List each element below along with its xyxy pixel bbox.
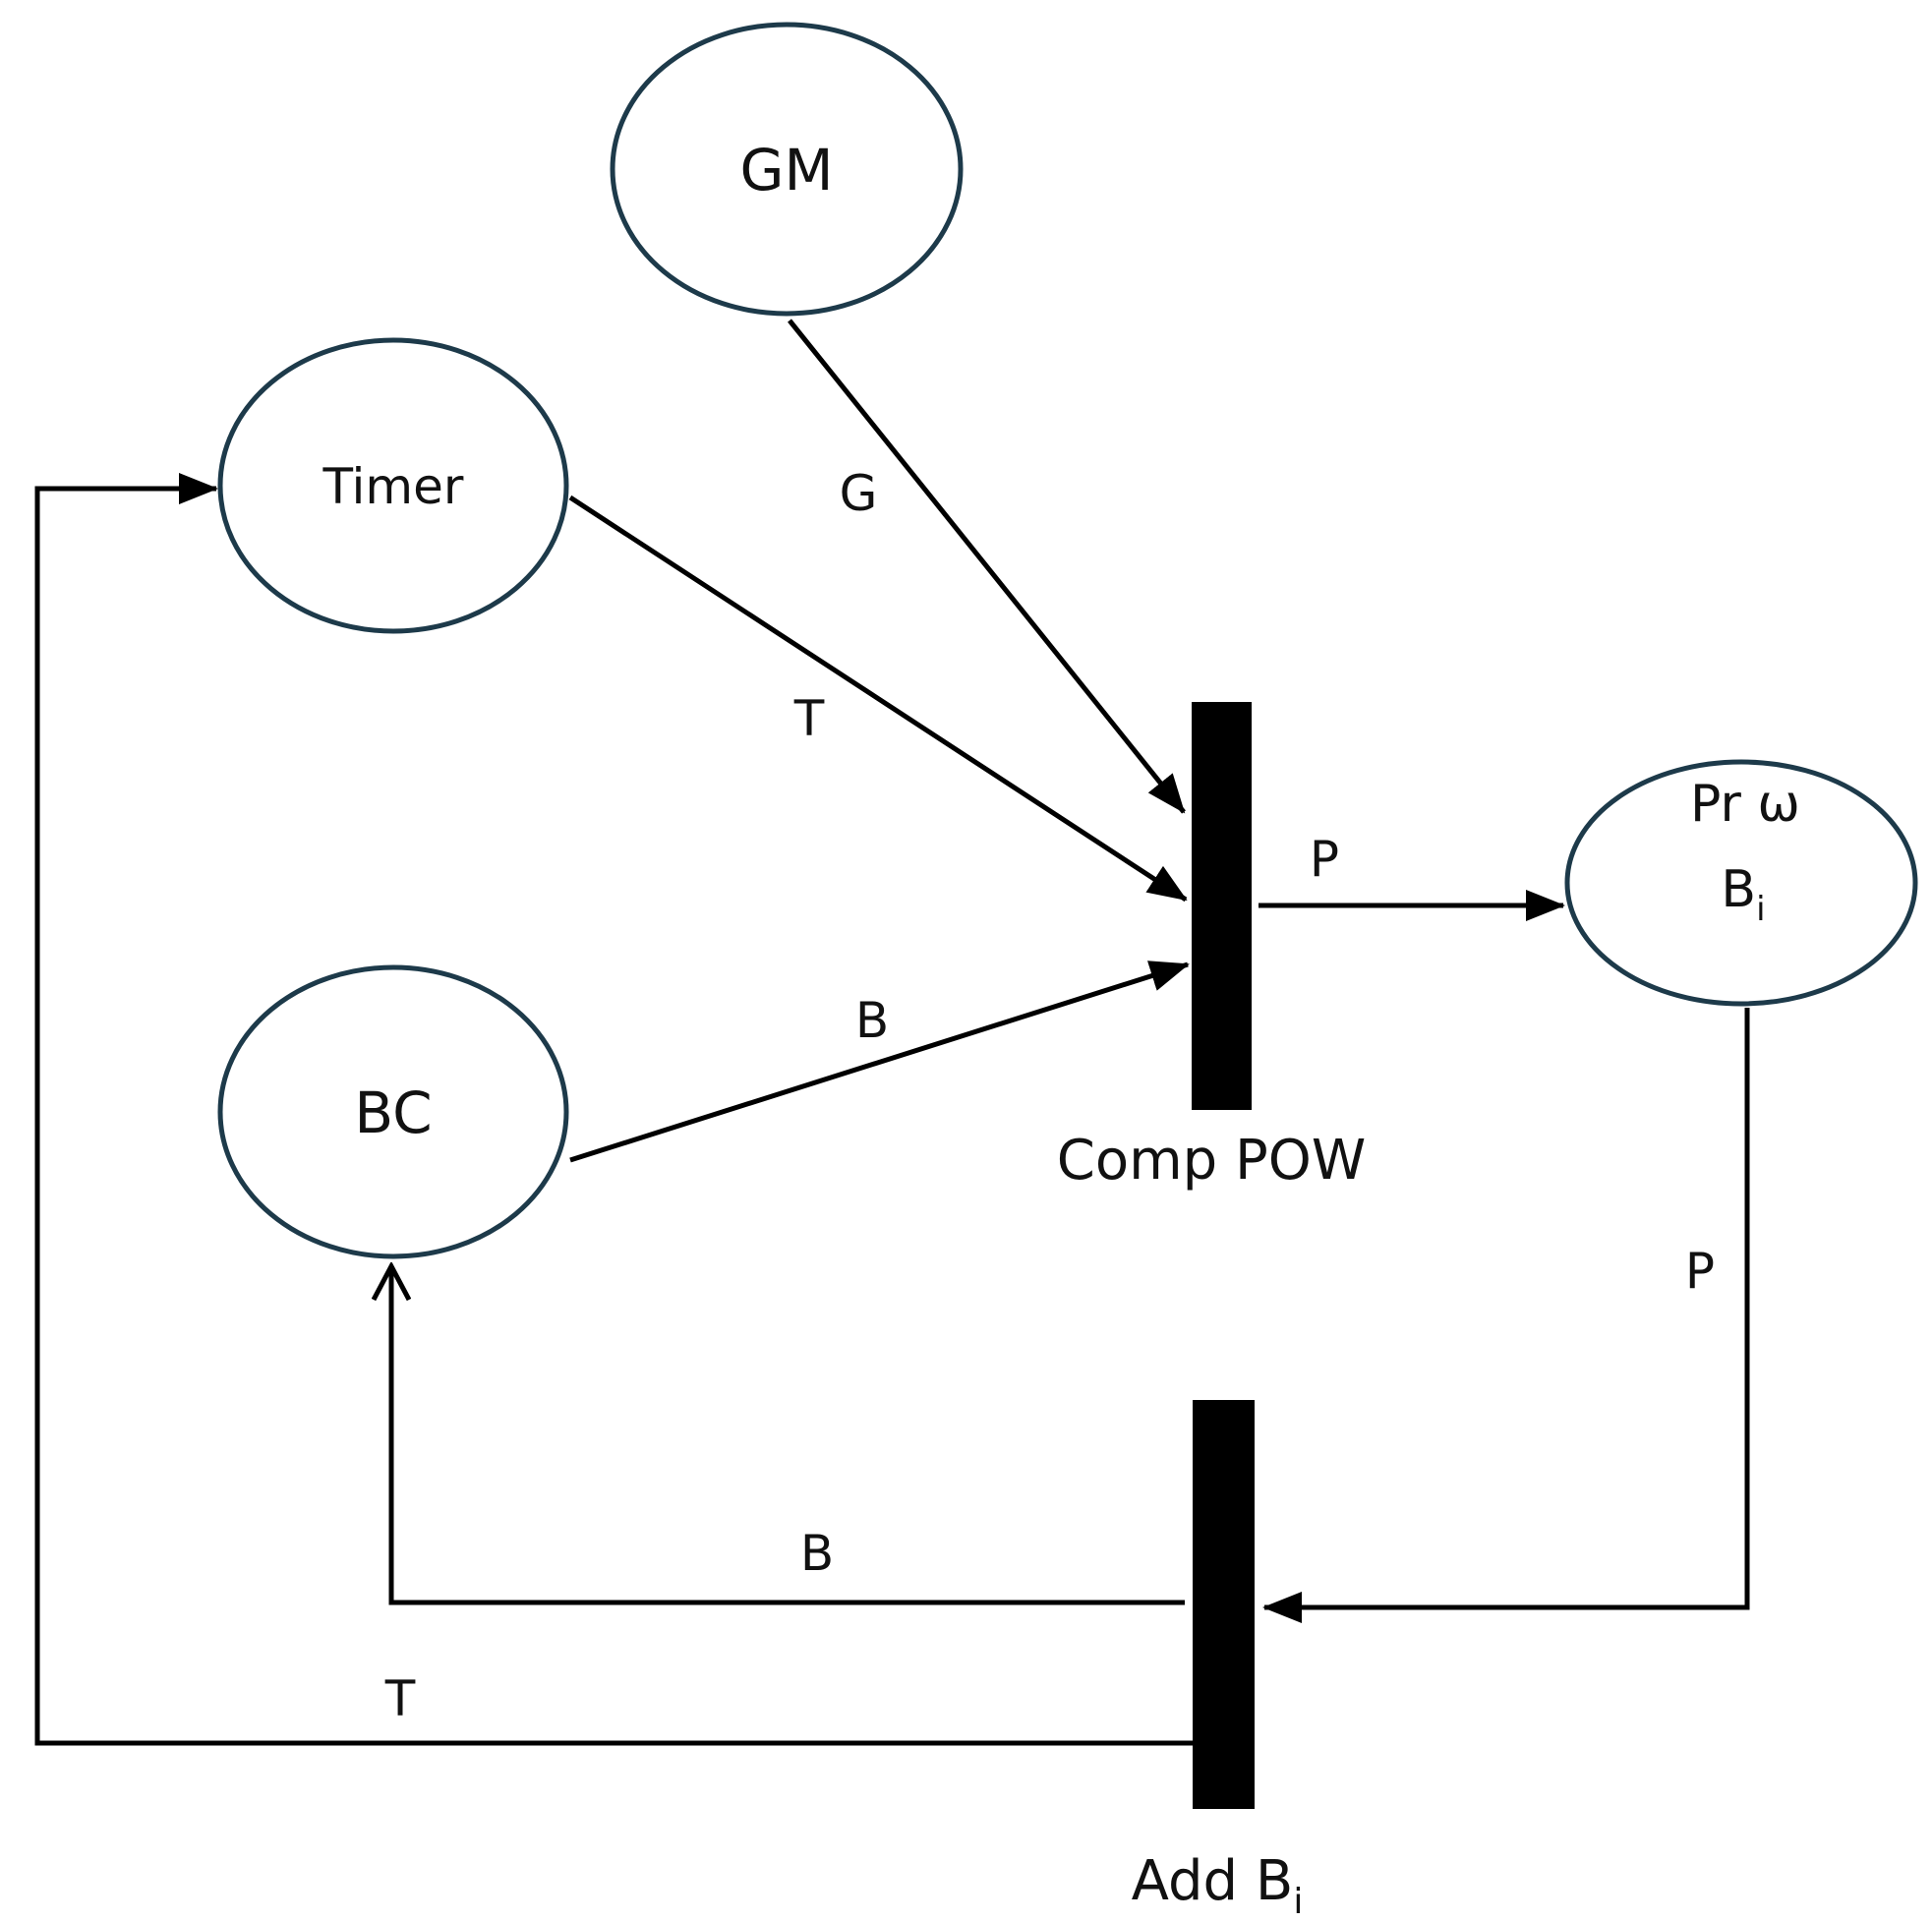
place-gm: GM [610,22,964,317]
arcs [34,319,1750,1746]
transition-add-bi: Add Bi [1132,1400,1304,1922]
arc-label-gm-to-comp: G [840,465,878,522]
place-timer-label: Timer [322,458,464,515]
transition-add-bi-label-sub: i [1293,1882,1303,1922]
place-pr-label-line2-main: B [1721,860,1756,919]
place-timer: Timer [217,337,569,634]
transition-add-bi-label-main: Add B [1132,1849,1294,1913]
arc-timer-to-comp-pow [568,495,1188,903]
arc-label-pr-to-add: P [1685,1243,1715,1300]
place-gm-label: GM [740,137,834,204]
place-pr-label-line2: Bi [1721,860,1765,929]
arc-label-add-to-timer: T [384,1670,416,1727]
place-pr: Pr ω Bi [1564,759,1918,1007]
arc-label-comp-to-pr: P [1310,831,1339,888]
arc-gm-to-comp-pow [788,319,1186,814]
place-pr-label-line2-sub: i [1756,890,1765,929]
arc-label-timer-to-comp: T [793,690,825,747]
arc-label-bc-to-comp: B [855,992,889,1049]
place-pr-label-line1: Pr ω [1690,775,1800,834]
transition-comp-pow-label: Comp POW [1057,1129,1366,1193]
place-bc: BC [217,964,569,1259]
arc-pr-to-add-bi [1262,1008,1750,1623]
arc-add-bi-to-bc [391,1266,1185,1605]
arc-label-add-to-bc: B [800,1525,834,1582]
transition-add-bi-label: Add Bi [1132,1849,1304,1922]
transition-comp-pow: Comp POW [1057,702,1366,1193]
arc-labels: G T B P P B T [384,465,1715,1727]
arc-bc-to-comp-pow [569,961,1190,1163]
place-bc-label: BC [354,1079,432,1146]
arc-add-bi-to-timer [34,473,1193,1746]
